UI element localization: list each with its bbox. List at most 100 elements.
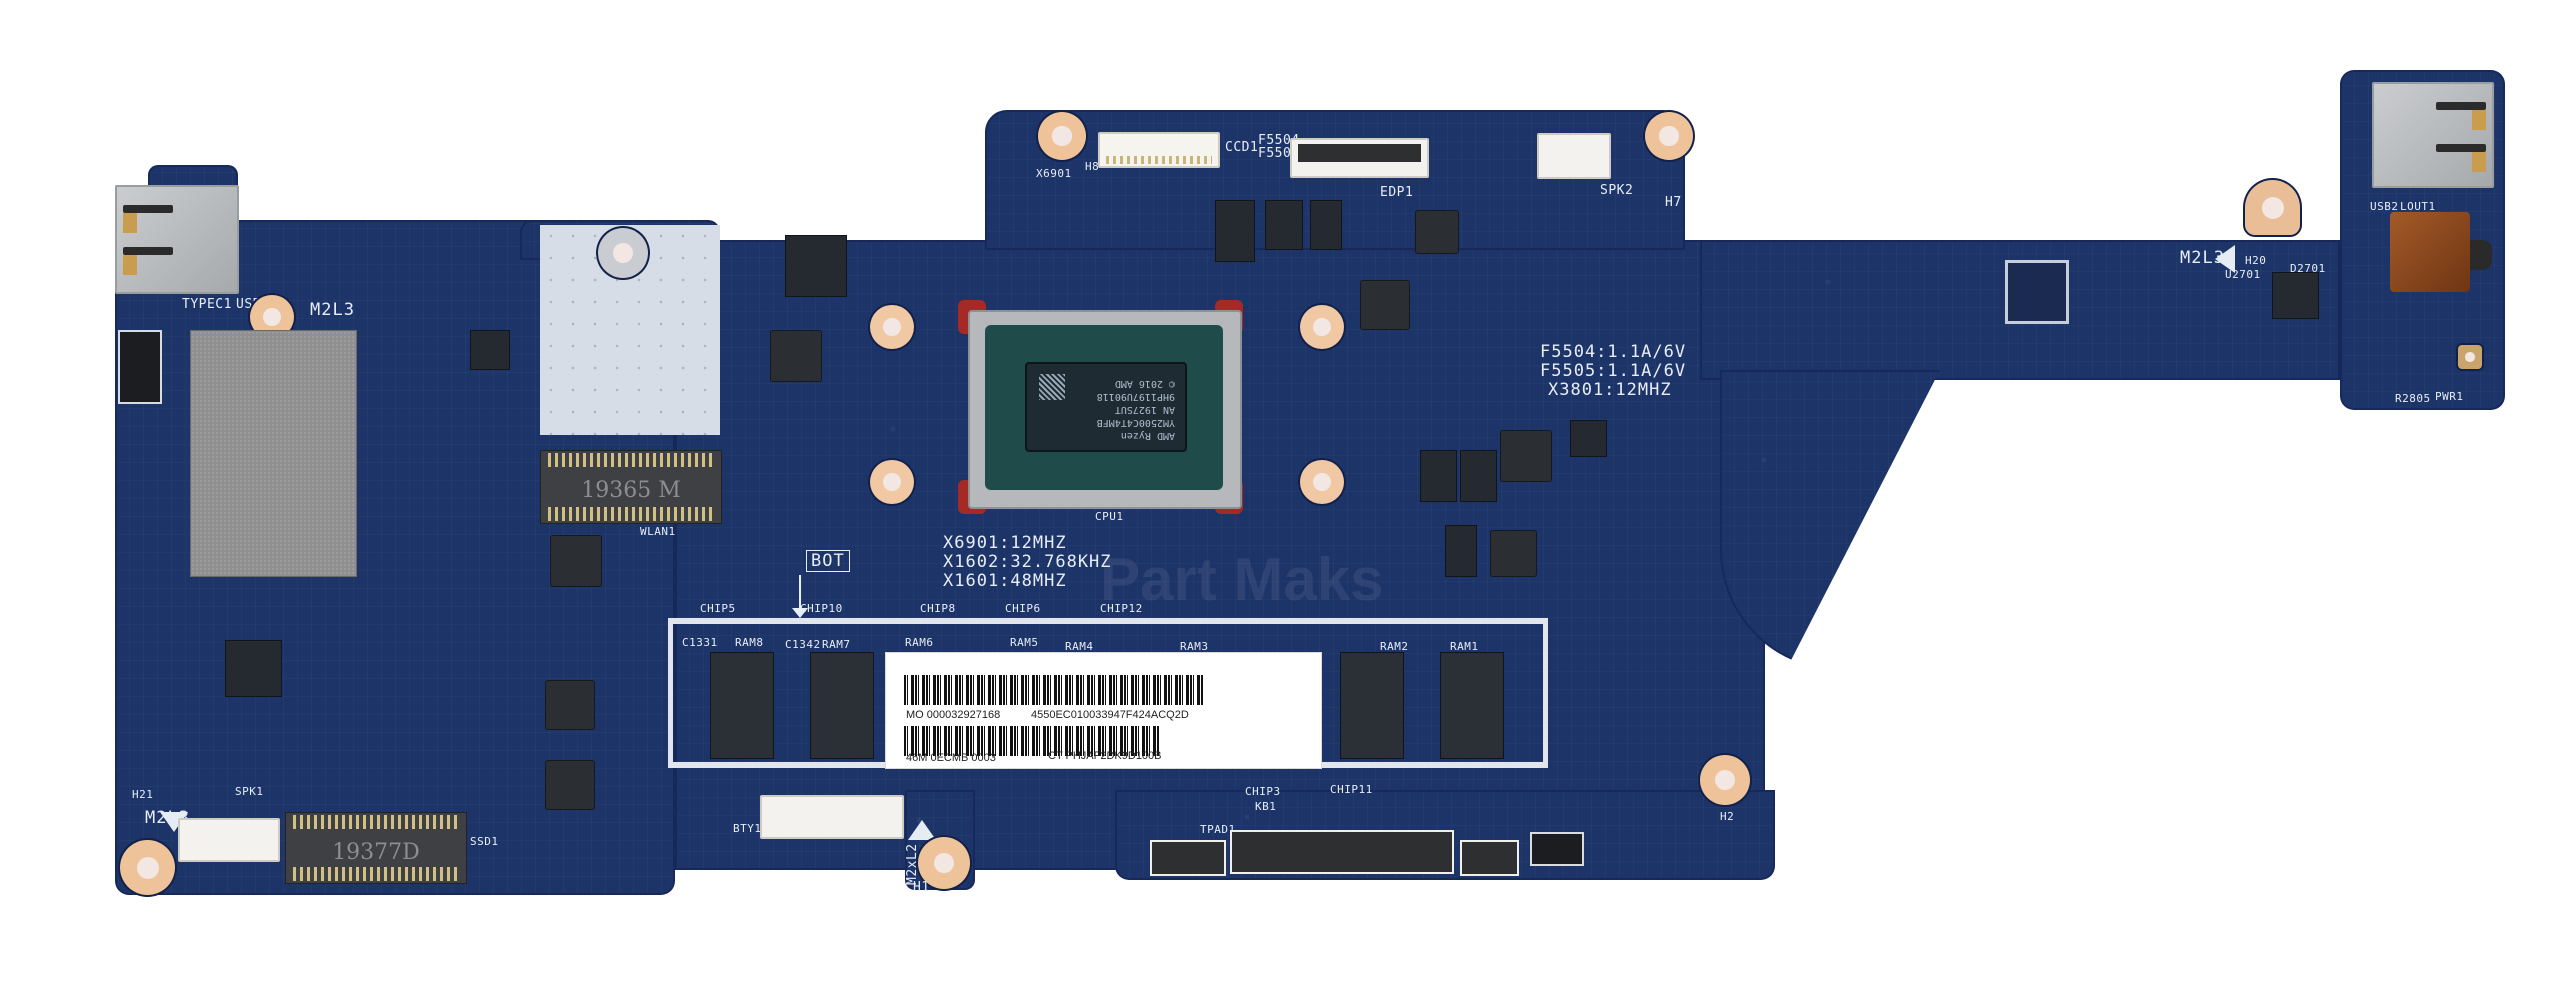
inductor-3 (545, 680, 595, 730)
audio-jack (2390, 212, 2470, 292)
audio-codec (2272, 272, 2319, 319)
mosfet-6 (1445, 525, 1477, 577)
label-spk1: SPK1 (235, 785, 264, 798)
label-m2l3-left: M2L3 (310, 300, 355, 320)
serial-sticker: MO 000032927168 4550EC010033947F424ACQ2D… (885, 652, 1322, 769)
label-m2l3-right: M2L3 (2180, 248, 2225, 268)
label-h7: H7 (1665, 195, 1682, 210)
label-f5505: F5505 (1258, 146, 1300, 161)
connector-bty1 (760, 795, 904, 839)
clock-note-x1602: X1602:32.768KHZ (943, 552, 1112, 572)
clock-note-x6901: X6901:12MHZ (943, 533, 1067, 553)
button-pwr1 (2458, 345, 2482, 369)
mosfet-1 (1215, 200, 1255, 262)
label-r2805: R2805 (2395, 392, 2431, 405)
watermark: Part Maks (1100, 546, 1384, 613)
ram-chip-8 (710, 652, 774, 759)
bot-marker: BOT (806, 550, 850, 572)
label-ram2: RAM2 (1380, 640, 1409, 653)
label-chip6: CHIP6 (1005, 602, 1041, 615)
ic-2 (225, 640, 282, 697)
label-wlan1: WLAN1 (640, 525, 676, 538)
connector-kb1 (1230, 830, 1454, 874)
barcode-1 (904, 675, 1204, 705)
ic-1 (785, 235, 847, 297)
inductor-2 (550, 535, 602, 587)
usb-port-left (115, 185, 239, 294)
mount-hole-h1 (918, 837, 970, 889)
ram-frame-top (668, 618, 1548, 624)
label-bty1: BTY1 (733, 822, 762, 835)
mosfet-2 (1265, 200, 1303, 250)
label-u2701: U2701 (2225, 268, 2261, 281)
ram-frame-sides (668, 618, 1548, 768)
ram-chip-1 (1440, 652, 1504, 759)
label-m2xl2: M2xL2 (905, 843, 920, 885)
m2-slot-wlan: 19365 M (540, 450, 722, 524)
wlan-slot-marking: 19365 M (581, 478, 681, 504)
label-ssd1: SSD1 (470, 835, 499, 848)
cpu-marking-brand: AMD Ryzen (1120, 430, 1175, 441)
label-h8: H8 (1085, 160, 1100, 173)
label-h2: H2 (1720, 810, 1735, 823)
label-h1: H1 (913, 880, 930, 895)
connector-tpad1 (1150, 840, 1226, 876)
connector-ccd1 (1098, 132, 1220, 168)
label-cpu1: CPU1 (1095, 510, 1124, 523)
label-typec1: TYPEC1 (182, 297, 232, 312)
inductor-6 (1415, 210, 1459, 254)
inductor-8 (1490, 530, 1537, 577)
m2-slot-ssd: 19377D (285, 812, 467, 884)
inductor-5 (1360, 280, 1410, 330)
label-edp1: EDP1 (1380, 185, 1414, 200)
label-lout1: LOUT1 (2400, 200, 2436, 213)
mount-hole-h7 (1645, 112, 1693, 160)
connector-spk1 (178, 818, 280, 862)
label-usb2: USB2 (2370, 200, 2399, 213)
sticker-ct-number: CT PHJAF2DK9D100B (1048, 750, 1162, 762)
ic-3 (470, 330, 510, 370)
label-f5504: F5504 (1258, 133, 1300, 148)
inductor-4 (545, 760, 595, 810)
ssd-slot-marking: 19377D (332, 839, 420, 865)
label-ram4: RAM4 (1065, 640, 1094, 653)
wlan-shield-plate (540, 225, 720, 435)
mosfet-4 (1420, 450, 1457, 502)
bot-arrow-icon (799, 575, 801, 615)
pcb-right-arm-slope (1720, 370, 1940, 670)
label-spk2: SPK2 (1600, 183, 1634, 198)
label-c1342: C1342 (785, 638, 821, 651)
standoff-cpu-br (1300, 460, 1344, 504)
usb-port-right (2372, 82, 2494, 188)
label-chip10: CHIP10 (800, 602, 843, 615)
cpu-marking-lot: AN 1927SUT (1114, 404, 1175, 415)
bot-arrow-head-icon (792, 608, 808, 618)
label-chip11: CHIP11 (1330, 783, 1373, 796)
connector-spk2 (1537, 133, 1611, 179)
inductor-7 (1500, 430, 1552, 482)
mount-hole-h20 (2245, 180, 2300, 235)
label-ram5: RAM5 (1010, 636, 1039, 649)
standoff-cpu-tl (870, 305, 914, 349)
ram-chip-2 (1340, 652, 1404, 759)
label-kb1: KB1 (1255, 800, 1277, 813)
label-chip12-top: CHIP12 (1100, 602, 1143, 615)
emi-shield-left (190, 330, 357, 577)
mosfet-5 (1460, 450, 1497, 502)
clock-note-f5504: F5504:1.1A/6V (1540, 342, 1687, 362)
ic-right-arm (2005, 260, 2069, 324)
clock-note-x1601: X1601:48MHZ (943, 571, 1067, 591)
label-h21: H21 (132, 788, 154, 801)
label-ram6: RAM6 (905, 636, 934, 649)
sd-card-slot (118, 330, 162, 404)
label-ram7: RAM7 (822, 638, 851, 651)
mount-hole-h2-area (1700, 755, 1750, 805)
label-ram8: RAM8 (735, 636, 764, 649)
label-tpad1: TPAD1 (1200, 823, 1236, 836)
sticker-part-number: 46M 0ECMB 0003 (906, 752, 996, 764)
ram-chip-7 (810, 652, 874, 759)
standoff-cpu-tr (1300, 305, 1344, 349)
cpu-marking-model: YM2500C4T4MFB (1096, 417, 1175, 428)
m2xl2-arrow (908, 820, 936, 840)
label-chip8: CHIP8 (920, 602, 956, 615)
